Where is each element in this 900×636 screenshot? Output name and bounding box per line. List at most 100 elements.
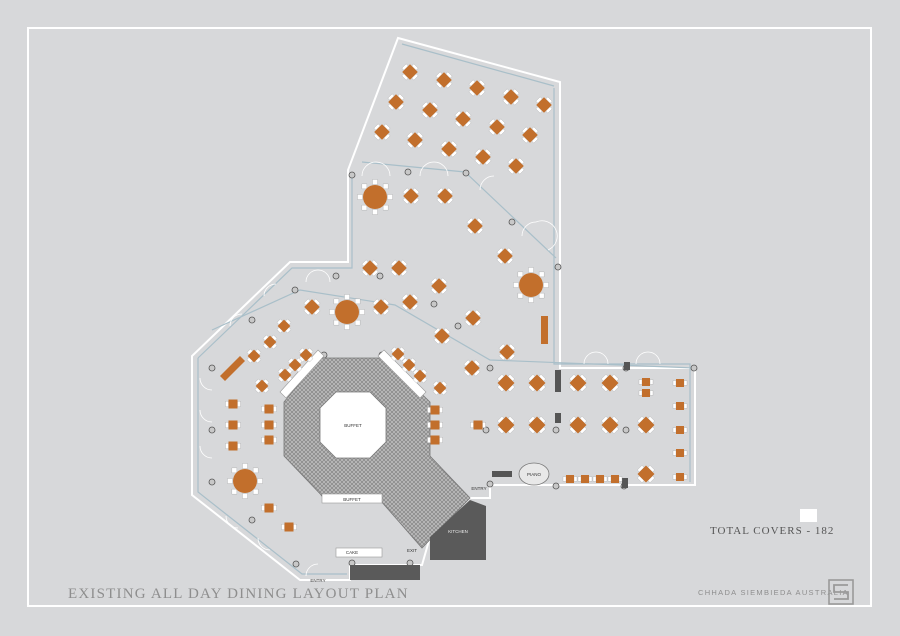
table-top <box>528 416 546 434</box>
chair <box>478 89 486 97</box>
chair <box>466 217 474 225</box>
chair <box>440 150 448 158</box>
chair <box>463 369 471 377</box>
chair <box>464 319 472 327</box>
table-top <box>601 374 619 392</box>
piano <box>518 462 550 486</box>
square-table <box>672 402 688 410</box>
chair <box>359 309 365 315</box>
diamond-table <box>440 140 458 158</box>
table-top <box>247 349 261 363</box>
chair <box>474 148 482 156</box>
chair <box>436 187 444 195</box>
chair <box>225 443 229 449</box>
chair <box>440 140 448 148</box>
total-covers: TOTAL COVERS - 182 <box>710 525 835 537</box>
table-top <box>363 185 387 209</box>
chair <box>401 293 409 301</box>
page-frame <box>27 27 872 607</box>
chair <box>382 308 390 316</box>
chair <box>454 120 462 128</box>
chair <box>383 133 391 141</box>
table-top <box>264 404 274 414</box>
diamond-table <box>464 309 482 327</box>
diamond-table <box>569 416 587 434</box>
table-top <box>299 348 313 362</box>
chair <box>416 141 424 149</box>
chair <box>502 88 510 96</box>
diamond-table <box>637 465 655 483</box>
diamond-table <box>432 380 448 396</box>
chair <box>439 422 443 428</box>
diamond-table <box>412 368 428 384</box>
table-top <box>228 441 238 451</box>
chair <box>638 390 643 396</box>
table-top <box>473 420 483 430</box>
chair <box>261 422 265 428</box>
chair <box>242 463 248 469</box>
chair <box>231 488 238 495</box>
diamond-table <box>435 71 453 89</box>
chair <box>412 187 420 195</box>
chair <box>427 422 431 428</box>
chair <box>431 101 439 109</box>
chair <box>401 73 409 81</box>
diamond-table <box>373 123 391 141</box>
chair <box>506 257 514 265</box>
chair <box>411 303 419 311</box>
chair <box>683 450 688 456</box>
chair <box>382 298 390 306</box>
chair <box>412 197 420 205</box>
diamond-table <box>303 298 321 316</box>
chair <box>231 467 238 474</box>
chair <box>497 384 505 392</box>
diamond-table <box>390 259 408 277</box>
square-table <box>427 420 443 430</box>
square-table <box>638 389 654 397</box>
chair <box>443 337 451 345</box>
square-table <box>261 503 277 513</box>
chair <box>464 120 472 128</box>
chair <box>683 474 688 480</box>
table-top <box>566 475 574 483</box>
diamond-table <box>387 93 405 111</box>
chair <box>538 271 545 278</box>
chair <box>496 257 504 265</box>
chair <box>252 488 259 495</box>
chair <box>476 217 484 225</box>
chair <box>361 269 369 277</box>
chair <box>531 126 539 134</box>
chair <box>387 194 393 200</box>
chair <box>488 118 496 126</box>
chair <box>497 426 505 434</box>
table-top <box>284 522 294 532</box>
diamond-table <box>254 378 270 394</box>
chair <box>607 476 612 482</box>
table-top <box>288 358 302 372</box>
chair <box>476 227 484 235</box>
table-top <box>637 416 655 434</box>
table-top <box>433 381 447 395</box>
square-table <box>427 405 443 415</box>
chair <box>496 247 504 255</box>
diamond-table <box>497 374 515 392</box>
chair <box>454 110 462 118</box>
table-top <box>430 405 440 415</box>
table-top <box>430 420 440 430</box>
square-table <box>638 378 654 386</box>
table-top <box>611 475 619 483</box>
chair <box>273 505 277 511</box>
square-spiral-logo-icon <box>828 579 854 605</box>
square-table <box>672 473 688 481</box>
chair <box>474 319 482 327</box>
chair <box>421 101 429 109</box>
chair <box>354 298 361 305</box>
chair <box>484 158 492 166</box>
chair <box>261 406 265 412</box>
table-top <box>391 347 405 361</box>
table-top <box>676 473 684 481</box>
diamond-table <box>262 334 278 350</box>
chair <box>545 106 553 114</box>
diamond-table <box>436 187 454 205</box>
covers-box <box>800 509 817 522</box>
